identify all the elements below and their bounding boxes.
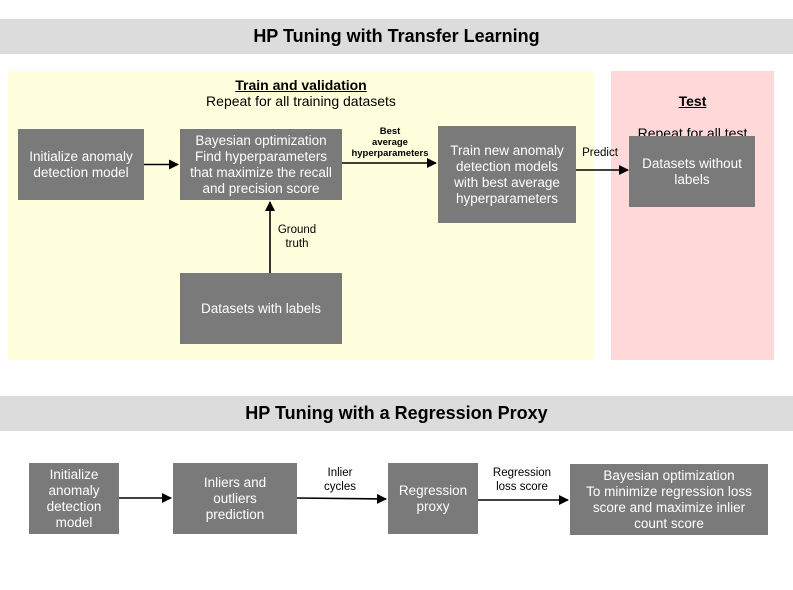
- regression-loss-label: Regression loss score: [492, 467, 552, 493]
- bayesian-optimization-box-bottom: Bayesian optimization To minimize regres…: [570, 464, 768, 535]
- regression-proxy-box: Regression proxy: [388, 463, 478, 534]
- initialize-model-box: Initialize anomaly detection model: [18, 129, 144, 200]
- inlier-cycles-label: Inlier cycles: [324, 467, 356, 493]
- test-region: Test Repeat for all test datasets: [611, 71, 774, 360]
- train-validation-subtitle: Repeat for all training datasets: [206, 93, 396, 109]
- train-validation-title: Train and validation Repeat for all trai…: [8, 77, 594, 109]
- arrow-inliers-to-proxy: [296, 493, 387, 504]
- train-new-models-box: Train new anomaly detection models with …: [438, 126, 576, 223]
- best-average-label: Best average hyperparameters: [351, 126, 429, 159]
- datasets-without-labels-box: Datasets without labels: [629, 136, 755, 207]
- regression-proxy-title: HP Tuning with a Regression Proxy: [0, 396, 793, 431]
- transfer-learning-title: HP Tuning with Transfer Learning: [0, 19, 793, 54]
- datasets-with-labels-box: Datasets with labels: [180, 273, 342, 344]
- ground-truth-label: Ground truth: [277, 224, 317, 250]
- train-validation-heading: Train and validation: [235, 77, 367, 93]
- initialize-model-box-bottom: Initialize anomaly detection model: [29, 463, 119, 534]
- test-heading: Test: [678, 93, 707, 109]
- bayesian-optimization-box: Bayesian optimization Find hyperparamete…: [180, 129, 342, 200]
- predict-label: Predict: [582, 147, 618, 159]
- inliers-outliers-box: Inliers and outliers prediction: [173, 463, 297, 534]
